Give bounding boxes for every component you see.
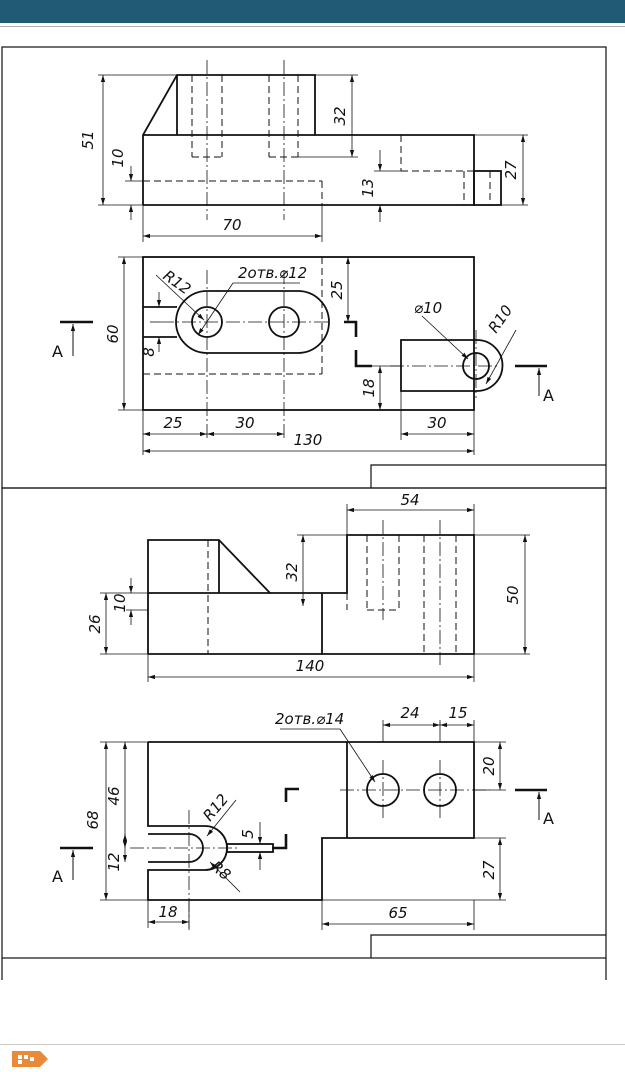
footer-rule xyxy=(0,1044,625,1045)
dim-25-vertical: 25 xyxy=(328,280,346,299)
dim-46: 46 xyxy=(105,786,123,805)
dim-30-right: 30 xyxy=(427,414,446,432)
fig2-front-view: 54 32 50 26 10 140 xyxy=(86,491,530,682)
dim-26: 26 xyxy=(86,614,104,633)
frame xyxy=(1,46,607,980)
dim-130: 130 xyxy=(294,431,323,449)
dim-30-left: 30 xyxy=(235,414,254,432)
dim-12: 12 xyxy=(105,852,123,871)
footer-logo-icon xyxy=(12,1051,48,1067)
dim-25-horizontal: 25 xyxy=(163,414,182,432)
dim-27: 27 xyxy=(480,860,498,880)
fig1-top-view: 2отв.⌀12 R12 ⌀10 R10 25 60 8 18 25 30 13… xyxy=(52,256,554,455)
dim-27: 27 xyxy=(502,160,520,180)
dim-32: 32 xyxy=(331,106,349,125)
dim-70: 70 xyxy=(222,216,241,234)
dim-holes-12: 2отв.⌀12 xyxy=(238,264,307,282)
dim-r12: R12 xyxy=(160,267,195,299)
dim-15: 15 xyxy=(448,704,467,722)
dim-10: 10 xyxy=(109,148,127,167)
dim-18: 18 xyxy=(360,378,378,397)
dim-60: 60 xyxy=(104,324,122,343)
fig2-top-view: 2отв.⌀14 24 15 20 46 68 R12 5 12 R8 27 1… xyxy=(52,704,554,930)
fig1-front-view: 51 32 10 27 13 70 xyxy=(79,60,528,242)
dim-32: 32 xyxy=(283,562,301,581)
dim-5: 5 xyxy=(239,829,257,839)
dim-8: 8 xyxy=(140,347,158,357)
dim-50: 50 xyxy=(504,585,522,604)
dim-r12: R12 xyxy=(199,790,232,824)
dim-10: 10 xyxy=(111,593,129,612)
dim-140: 140 xyxy=(296,657,325,675)
section-label-right: A xyxy=(543,386,554,405)
dim-54: 54 xyxy=(400,491,419,509)
section-label-left: A xyxy=(52,342,63,361)
dim-r10: R10 xyxy=(485,302,517,337)
dim-13: 13 xyxy=(359,178,377,197)
dim-r8: R8 xyxy=(207,857,234,884)
section-label-left: A xyxy=(52,867,63,886)
dim-24: 24 xyxy=(400,704,419,722)
section-label-right: A xyxy=(543,809,554,828)
dim-hole-10: ⌀10 xyxy=(414,299,442,317)
dim-holes-14: 2отв.⌀14 xyxy=(275,710,344,728)
dim-18: 18 xyxy=(158,903,177,921)
header-rule xyxy=(0,26,625,27)
dim-51: 51 xyxy=(79,130,97,149)
dim-65: 65 xyxy=(388,904,407,922)
dim-68: 68 xyxy=(84,810,102,829)
dim-20: 20 xyxy=(480,756,498,775)
header-bar xyxy=(0,0,625,23)
